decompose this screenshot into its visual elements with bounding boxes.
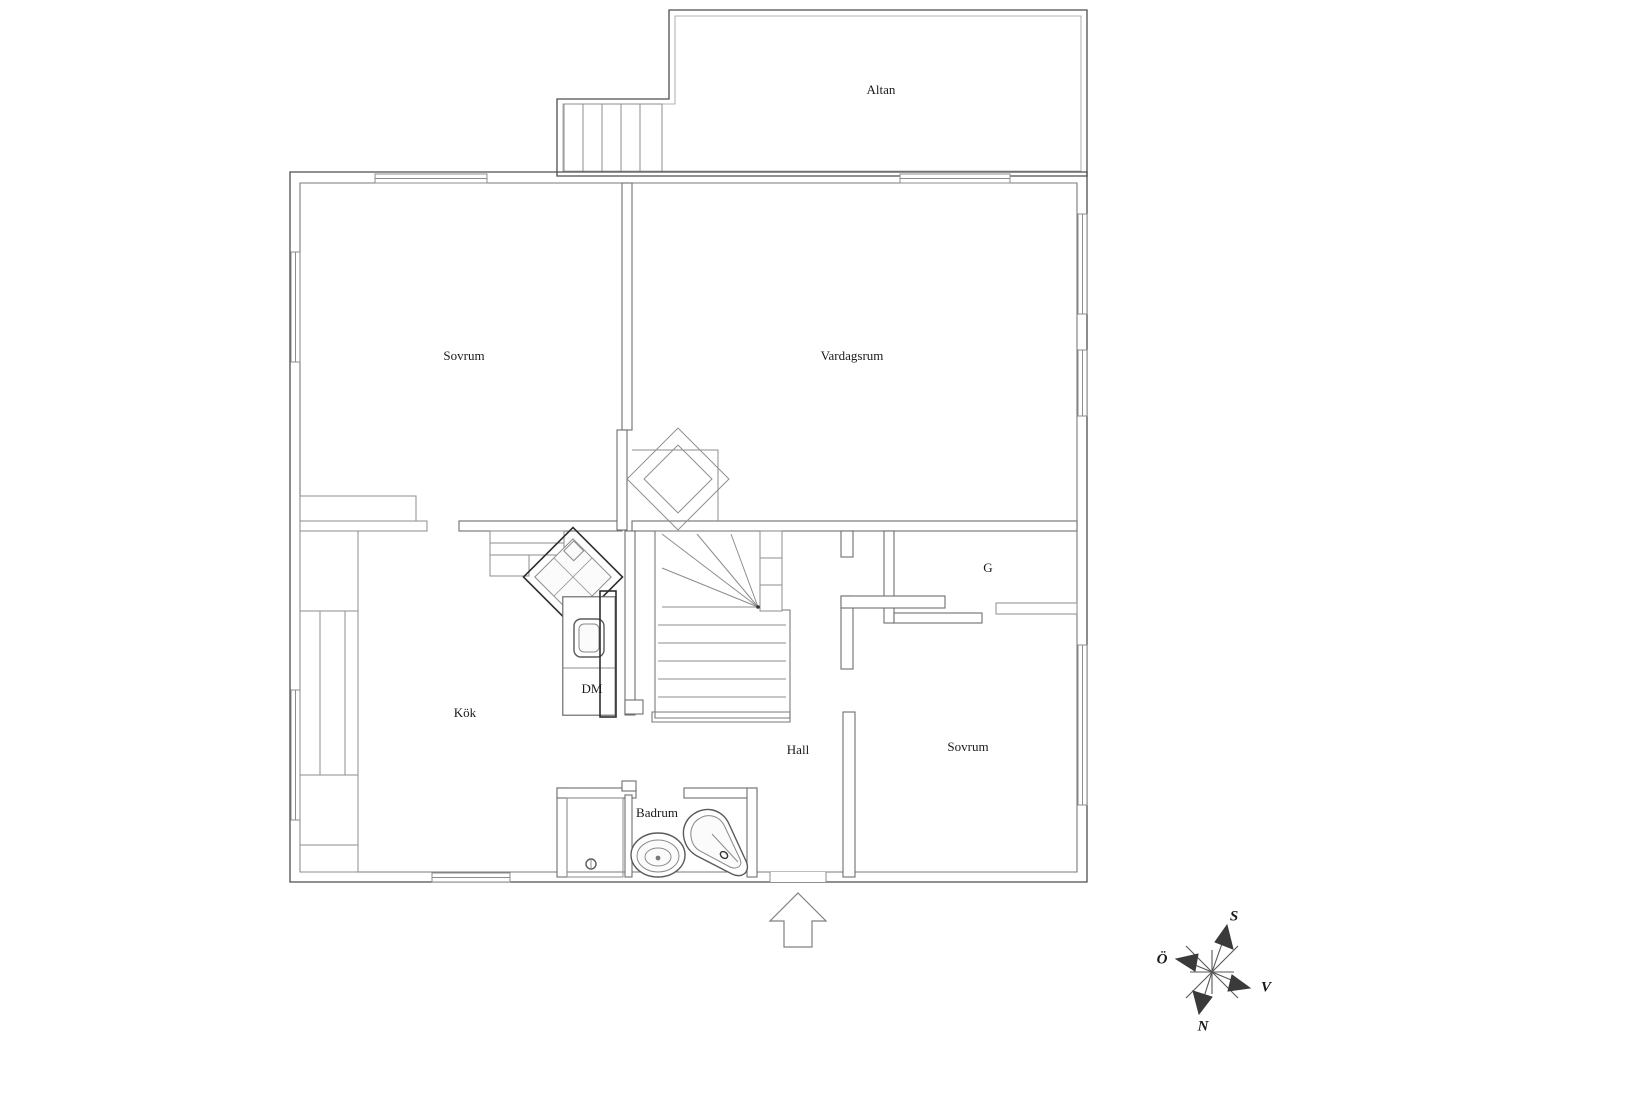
wall-stairshaft-left-lower [624, 530, 636, 716]
wall-kitchen-stub [624, 699, 644, 715]
badrum-enclosure [556, 780, 758, 878]
washbasin [630, 832, 686, 878]
compass-arrow-s [1211, 923, 1234, 973]
window-right-upper [1077, 213, 1088, 315]
kitchen-sink-dm-column [562, 590, 617, 718]
shower-enclosure [566, 797, 624, 878]
compass-rose: S Ö V N [1157, 908, 1273, 1034]
wall-g-shelf [995, 602, 1078, 615]
window-top-right [899, 173, 1011, 184]
compass-label-n: N [1197, 1018, 1210, 1034]
room-label-dm: DM [582, 681, 603, 696]
compass-label-s: S [1230, 908, 1238, 924]
wall-hall-right-upper [840, 530, 983, 670]
room-label-sovrum-se: Sovrum [947, 739, 988, 754]
window-right-lower [1077, 644, 1088, 806]
wall-sovrum-vardagsrum [621, 182, 633, 431]
wall-mid-horizontal [458, 520, 1078, 532]
wall-stairshaft-left-upper [616, 429, 628, 531]
room-label-altan: Altan [867, 82, 896, 97]
room-label-garderob: G [983, 560, 992, 575]
room-label-kok: Kök [454, 705, 477, 720]
room-label-badrum: Badrum [636, 805, 678, 820]
room-label-sovrum-nw: Sovrum [443, 348, 484, 363]
room-label-hall: Hall [787, 742, 810, 757]
compass-arrow-v [1211, 971, 1252, 992]
stove-diagonal [522, 526, 624, 628]
window-top-left [374, 173, 488, 184]
compass-arrow-o [1174, 953, 1213, 973]
staircase [651, 530, 791, 723]
corner-furniture [626, 427, 730, 531]
window-left-upper [290, 251, 301, 363]
compass-arrow-n [1192, 971, 1213, 1016]
window-right-mid [1077, 349, 1088, 417]
compass-label-v: V [1261, 979, 1273, 995]
kitchen-counter [299, 495, 428, 873]
window-bottom-left [431, 872, 511, 883]
stair-winder-treads [661, 533, 760, 609]
door-main-entry [769, 872, 827, 882]
room-label-vardagsrum: Vardagsrum [821, 348, 884, 363]
altan-outline [556, 9, 1088, 177]
toilet [682, 808, 749, 877]
window-left-lower [290, 689, 301, 821]
compass-label-o: Ö [1157, 950, 1168, 967]
kitchen-counter-upper [489, 530, 565, 577]
stair-straight-treads [658, 624, 786, 698]
entrance-arrow [768, 892, 828, 948]
wall-hall-right-lower [842, 711, 856, 878]
